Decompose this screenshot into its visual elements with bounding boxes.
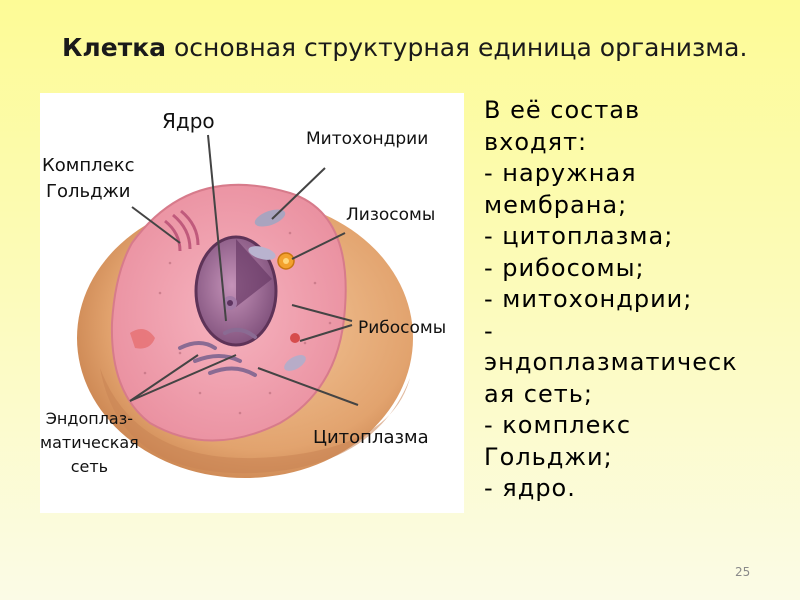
composition-line: - xyxy=(484,316,494,345)
vesicle xyxy=(290,333,300,343)
label-cytoplasm: Цитоплазма xyxy=(313,427,429,448)
composition-line: Гольджи; xyxy=(484,442,613,471)
cell-diagram: Ядро Митохондрии Комплекс Гольджи Лизосо… xyxy=(40,93,464,513)
lysosome-organelle xyxy=(277,252,295,270)
composition-list: В её состав входят: - наружная мембрана;… xyxy=(484,95,796,505)
endoplasmic-reticulum xyxy=(178,327,257,377)
cell-illustration xyxy=(77,134,413,478)
composition-line: входят: xyxy=(484,127,588,156)
composition-line: В её состав xyxy=(484,96,641,124)
nucleus xyxy=(194,235,278,347)
composition-line: эндоплазматическ xyxy=(484,348,738,376)
label-mitochondria: Митохондрии xyxy=(306,129,429,149)
composition-line: - рибосомы; xyxy=(484,253,645,282)
composition-line: - цитоплазма; xyxy=(484,222,674,250)
golgi-apparatus xyxy=(164,209,200,252)
page-number: 25 xyxy=(735,565,751,579)
composition-line: - митохондрии; xyxy=(484,285,693,313)
composition-line: мембрана; xyxy=(484,190,628,219)
label-pointers xyxy=(129,134,359,406)
label-nucleus: Ядро xyxy=(162,109,215,133)
composition-line: - комплекс xyxy=(484,411,632,439)
label-golgi: Комплекс Гольджи xyxy=(42,155,135,202)
composition-line: - ядро. xyxy=(484,474,576,502)
label-lysosomes: Лизосомы xyxy=(346,205,436,225)
composition-line: - наружная xyxy=(484,159,637,187)
label-er: Эндоплаз- матическая сеть xyxy=(40,409,139,476)
title-rest: основная структурная единица организма. xyxy=(166,33,748,62)
label-ribosomes: Рибосомы xyxy=(358,318,447,338)
slide-title: Клетка основная структурная единица орга… xyxy=(62,30,762,66)
title-bold: Клетка xyxy=(62,33,167,62)
composition-line: ая сеть; xyxy=(484,379,593,408)
cytoplasm-patch xyxy=(130,329,155,349)
